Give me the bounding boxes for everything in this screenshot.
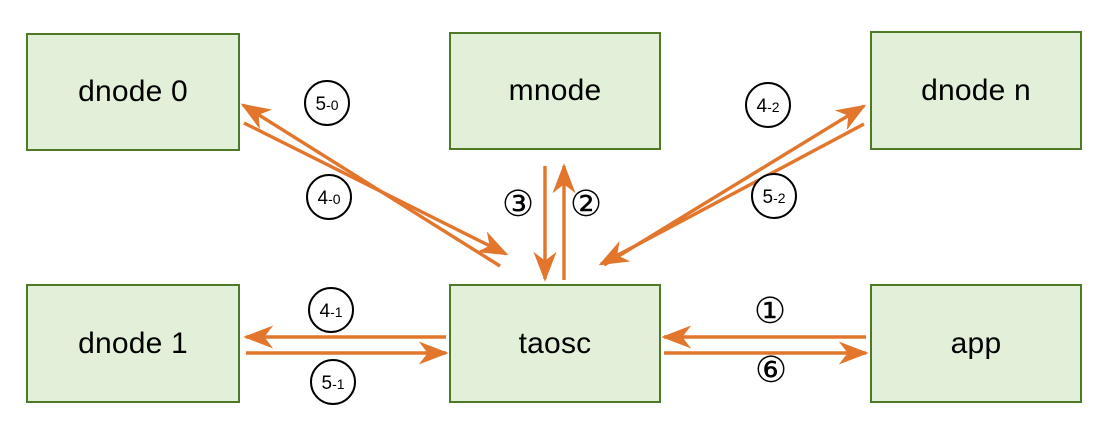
node-dnode-1[interactable]: dnode 1: [26, 284, 240, 403]
step-marker-5-0-minor: -0: [326, 97, 339, 113]
node-dnode-n[interactable]: dnode n: [870, 31, 1082, 150]
step-marker-5-0: 5-0: [304, 80, 350, 126]
step-marker-5-0-major: 5: [315, 94, 327, 115]
step-marker-5-1: 5-1: [310, 359, 356, 405]
node-taosc-label: taosc: [518, 326, 592, 360]
step-marker-4-1-major: 4: [319, 301, 331, 322]
node-app[interactable]: app: [870, 284, 1082, 403]
node-dnode-n-label: dnode n: [921, 73, 1031, 107]
step-marker-1: ①: [753, 291, 787, 332]
step-marker-6: ⑥: [754, 350, 788, 391]
step-marker-3: ③: [501, 184, 535, 225]
step-marker-4-2: 4-2: [745, 82, 791, 128]
step-marker-5-2-major: 5: [762, 187, 774, 208]
step-marker-5-1-minor: -1: [332, 376, 345, 392]
step-marker-4-2-minor: -2: [767, 99, 780, 115]
step-marker-4-0-major: 4: [317, 188, 329, 209]
step-marker-4-2-major: 4: [756, 96, 768, 117]
step-marker-4-1-minor: -1: [330, 304, 343, 320]
node-dnode-0-label: dnode 0: [78, 75, 188, 108]
step-marker-4-0-minor: -0: [328, 191, 341, 207]
arrow-4-0: [243, 121, 509, 256]
step-marker-2: ②: [569, 184, 603, 225]
step-marker-5-2: 5-2: [751, 173, 797, 219]
node-dnode-1-label: dnode 1: [78, 326, 188, 360]
step-marker-4-0: 4-0: [306, 174, 352, 220]
arrow-5-2: [598, 122, 865, 266]
node-mnode[interactable]: mnode: [449, 32, 661, 150]
node-mnode-label: mnode: [508, 74, 602, 107]
node-app-label: app: [950, 326, 1002, 360]
node-taosc[interactable]: taosc: [449, 284, 661, 403]
step-marker-5-1-major: 5: [321, 373, 333, 394]
node-dnode-0[interactable]: dnode 0: [26, 33, 240, 151]
step-marker-4-1: 4-1: [308, 287, 354, 333]
step-marker-5-2-minor: -2: [773, 190, 786, 206]
